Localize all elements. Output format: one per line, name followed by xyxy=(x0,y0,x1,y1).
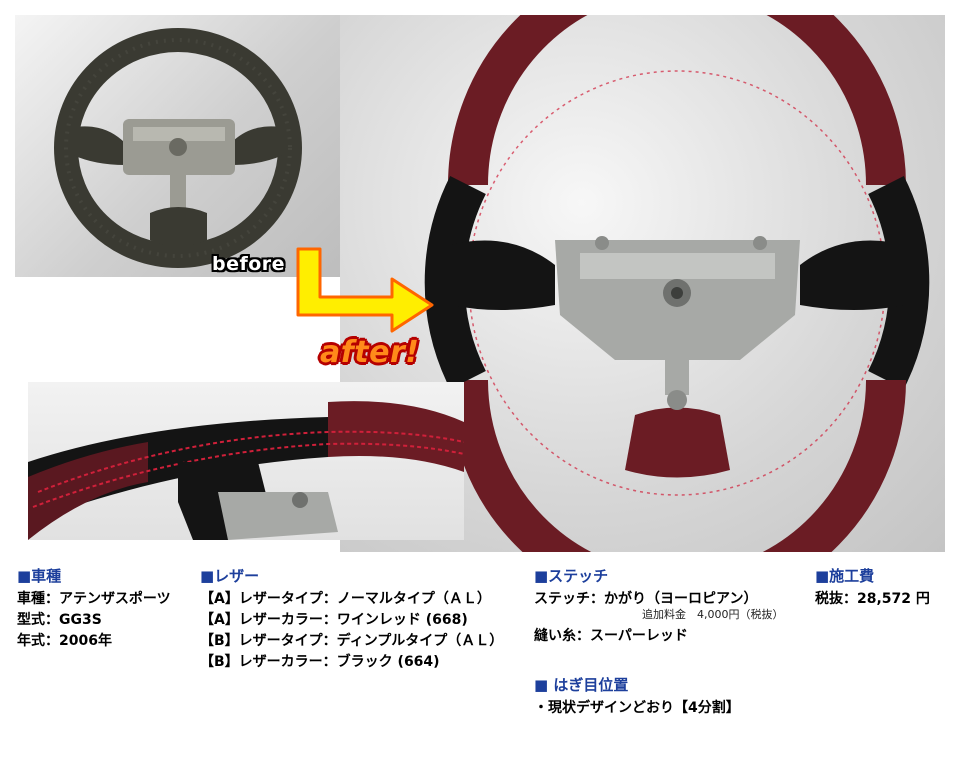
stitch-closeup-image xyxy=(28,401,464,540)
vehicle-section: ■車種 車種：アテンザスポーツ 型式：GG3S 年式：2006年 xyxy=(17,566,171,652)
leather-line-b-color: 【B】レザーカラー：ブラック (664) xyxy=(200,654,440,670)
leather-line-a-type: 【A】レザータイプ：ノーマルタイプ（ＡＬ） xyxy=(200,591,491,607)
stitch-line-style: ステッチ：かがり（ヨーロピアン） xyxy=(534,591,758,607)
after-steering-wheel-image xyxy=(424,15,930,552)
seam-title: ■ はぎ目位置 xyxy=(534,676,629,694)
seam-line: ・現状デザインどおり【4分割】 xyxy=(534,700,740,716)
price-title: ■施工費 xyxy=(815,567,875,585)
stitch-title: ■ステッチ xyxy=(534,567,609,585)
leather-line-b-type: 【B】レザータイプ：ディンプルタイプ（ＡＬ） xyxy=(200,633,504,649)
leather-title: ■レザー xyxy=(200,567,260,585)
seam-section: ■ はぎ目位置 ・現状デザインどおり【4分割】 xyxy=(534,675,740,719)
leather-line-a-color: 【A】レザーカラー：ワインレッド (668) xyxy=(200,612,468,628)
before-photo xyxy=(15,15,341,277)
before-steering-wheel-image xyxy=(54,28,302,268)
vehicle-line-model: 車種：アテンザスポーツ xyxy=(17,591,171,607)
after-label: after! xyxy=(320,335,420,370)
before-after-arrow-icon xyxy=(296,247,434,333)
stitch-detail-photo xyxy=(28,382,464,540)
stitch-section: ■ステッチ ステッチ：かがり（ヨーロピアン） 追加料金 4,000円（税抜） 縫… xyxy=(534,566,784,647)
vehicle-line-year: 年式：2006年 xyxy=(17,633,112,649)
stitch-extra-fee-note: 追加料金 4,000円（税抜） xyxy=(642,608,784,621)
vehicle-title: ■車種 xyxy=(17,567,62,585)
price-section: ■施工費 税抜：28,572 円 xyxy=(815,566,930,610)
before-label: before xyxy=(212,253,286,275)
stitch-line-thread: 縫い糸：スーパーレッド xyxy=(534,628,688,644)
leather-section: ■レザー 【A】レザータイプ：ノーマルタイプ（ＡＬ） 【A】レザーカラー：ワイン… xyxy=(200,566,503,673)
price-line: 税抜：28,572 円 xyxy=(815,591,930,607)
vehicle-line-type: 型式：GG3S xyxy=(17,612,102,628)
